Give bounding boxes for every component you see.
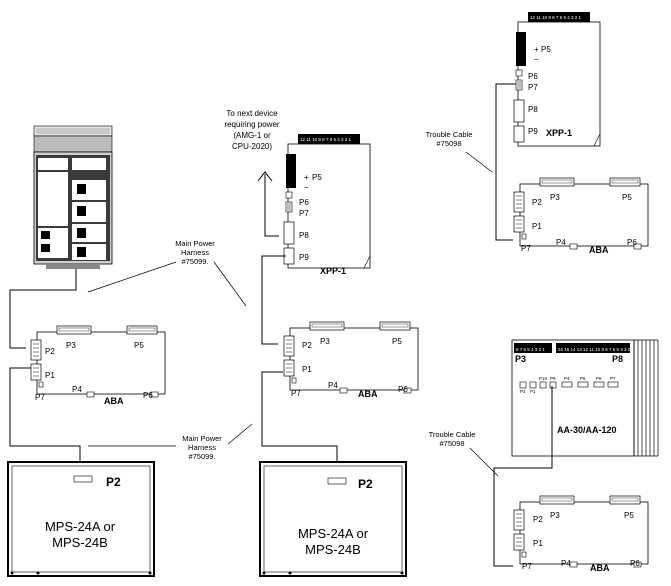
- harness-2-line-2: Harness: [188, 443, 216, 452]
- panel-icon: [33, 125, 113, 269]
- xpp-mid-name: XPP-1: [320, 266, 346, 276]
- aba-left-p2: P2: [45, 347, 55, 356]
- aba-mid-p1: P1: [302, 365, 312, 374]
- trouble-2-line-2: #75098: [439, 439, 464, 448]
- harness-1-line-1: Main Power: [175, 239, 215, 248]
- xpp-mid-minus: −: [304, 183, 309, 192]
- harness-1-line-3: #75099.: [181, 257, 208, 266]
- trouble-2-line-1: Trouble Cable: [429, 430, 476, 439]
- xpp-mid-plus: +: [304, 173, 309, 182]
- mps-left-p2: P2: [106, 475, 121, 489]
- aba-rb-p4: P4: [561, 559, 571, 568]
- aba-rt-p1: P1: [532, 222, 542, 231]
- xpp-right-p8: P8: [528, 105, 538, 114]
- aba-left-p4: P4: [72, 385, 82, 394]
- aa-board: [511, 339, 659, 457]
- xpp-board-middle: [283, 133, 371, 269]
- aba-rb-p3: P3: [550, 511, 560, 520]
- aba-rb-name: ABA: [590, 563, 610, 573]
- aba-rt-p3: P3: [550, 193, 560, 202]
- aba-rt-p5: P5: [622, 193, 632, 202]
- xpp-mid-top-pins: 12 11 10 9 8 7 6 5 4 3 2 1: [300, 137, 351, 142]
- xpp-right-p6: P6: [528, 72, 538, 81]
- xpp-mid-p7: P7: [299, 209, 309, 218]
- xpp-right-top-pins: 12 11 10 9 8 7 6 5 4 3 2 1: [530, 15, 581, 20]
- mps-board-left: [7, 461, 155, 577]
- harness-2-line-3: #75099.: [188, 452, 215, 461]
- aba-left-name: ABA: [104, 396, 124, 406]
- aba-mid-p6: P6: [398, 385, 408, 394]
- aa-p8: P8: [612, 354, 623, 364]
- aa-p3: P3: [515, 354, 526, 364]
- aa-p9: P9: [550, 376, 556, 381]
- aba-rb-p5: P5: [624, 511, 634, 520]
- aba-rt-p7: P7: [521, 244, 531, 253]
- aa-p2: P2: [520, 389, 526, 394]
- next-device-line-2: requiring power: [224, 120, 279, 129]
- aba-rt-p2: P2: [532, 198, 542, 207]
- xpp-right-p7: P7: [528, 83, 538, 92]
- harness-2-line-1: Main Power: [182, 434, 222, 443]
- aba-rb-p6: P6: [630, 559, 640, 568]
- aa-p5: P5: [580, 376, 586, 381]
- xpp-mid-p9: P9: [299, 253, 309, 262]
- harness-1-line-2: Harness: [181, 248, 209, 257]
- next-device-line-3: (AMG-1 or: [233, 131, 271, 140]
- xpp-right-p9: P9: [528, 127, 538, 136]
- aa-right-pins: 16 15 14 13 12 11 10 9 8 7 6 5 4 3 2 1: [558, 347, 634, 352]
- mps-left-model-1: MPS-24A or: [45, 519, 116, 534]
- mps-mid-model-2: MPS-24B: [305, 542, 361, 557]
- aba-board-middle: [283, 321, 419, 394]
- aa-p7: P7: [610, 376, 616, 381]
- xpp-right-plus: +: [534, 45, 539, 54]
- trouble-1-line-1: Trouble Cable: [426, 130, 473, 139]
- aa-left-pins: 8 7 6 5 4 3 2 1: [516, 347, 545, 352]
- xpp-board-right: [513, 11, 601, 147]
- aba-rt-p4: P4: [556, 238, 566, 247]
- aba-board-right-bottom: [513, 495, 649, 568]
- mps-left-model-2: MPS-24B: [52, 535, 108, 550]
- aba-mid-p2: P2: [302, 341, 312, 350]
- aba-mid-p7: P7: [291, 389, 301, 398]
- aba-mid-p5: P5: [392, 337, 402, 346]
- aa-p10: P10: [539, 376, 548, 381]
- aba-rb-p2: P2: [533, 515, 543, 524]
- aba-rb-p1: P1: [533, 539, 543, 548]
- aba-mid-p4: P4: [328, 381, 338, 390]
- trouble-1-line-2: #75098: [436, 139, 461, 148]
- next-device-line-4: CPU-2020): [232, 142, 272, 151]
- xpp-right-p5: P5: [541, 45, 551, 54]
- aba-mid-p3: P3: [320, 337, 330, 346]
- aba-left-p3: P3: [66, 341, 76, 350]
- xpp-right-minus: −: [534, 55, 539, 64]
- aba-left-p7: P7: [35, 393, 45, 402]
- xpp-mid-p8: P8: [299, 231, 309, 240]
- mps-board-middle: [259, 461, 407, 577]
- aba-left-p6: P6: [143, 391, 153, 400]
- aba-left-p1: P1: [45, 371, 55, 380]
- aba-rt-name: ABA: [589, 245, 609, 255]
- xpp-right-name: XPP-1: [546, 128, 572, 138]
- xpp-mid-p5: P5: [312, 173, 322, 182]
- aa-p6: P6: [596, 376, 602, 381]
- next-device-line-1: To next device: [226, 109, 278, 118]
- aba-left-p5: P5: [134, 341, 144, 350]
- aba-rb-p7: P7: [522, 562, 532, 571]
- mps-mid-p2: P2: [358, 477, 373, 491]
- aba-board-left: [30, 325, 166, 398]
- aba-mid-name: ABA: [358, 389, 378, 399]
- aa-p4: P4: [564, 376, 570, 381]
- xpp-mid-p6: P6: [299, 198, 309, 207]
- mps-mid-model-1: MPS-24A or: [298, 526, 369, 541]
- up-arrow-icon: [257, 171, 279, 237]
- aa-name: AA-30/AA-120: [557, 425, 617, 435]
- aba-rt-p6: P6: [627, 238, 637, 247]
- aa-p1: P1: [530, 389, 536, 394]
